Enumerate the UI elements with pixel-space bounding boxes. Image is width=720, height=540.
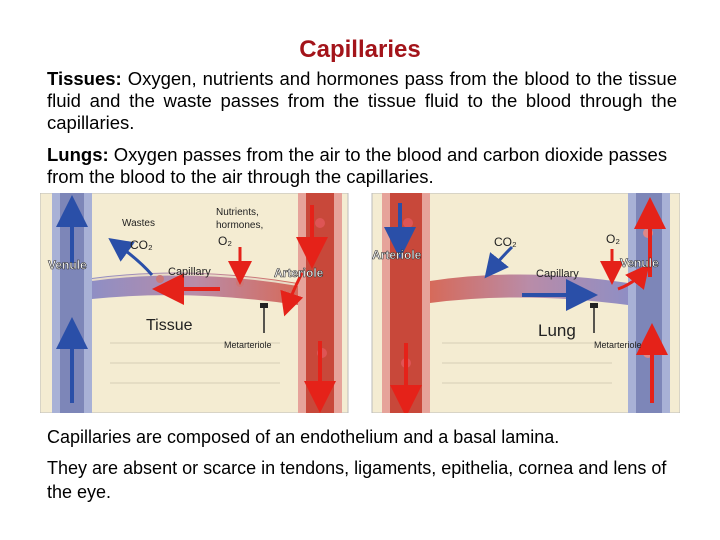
co2-arrow <box>484 245 514 279</box>
absence-text: They are absent or scarce in tendons, li… <box>47 458 667 502</box>
lung-panel: Arteriole CO₂ O₂ Capillary Venule Lung M… <box>371 193 680 413</box>
o2-label-right: O₂ <box>606 232 620 246</box>
o2-label-left: O₂ <box>218 234 232 248</box>
arteriole-label-left: Arteriole <box>274 266 324 280</box>
arteriole-label-right: Arteriole <box>372 248 422 262</box>
wastes-arrow <box>108 237 154 276</box>
metarteriole-label-right: Metarteriole <box>594 340 642 350</box>
lung-label: Lung <box>538 321 576 340</box>
composition-text: Capillaries are composed of an endotheli… <box>47 427 560 447</box>
nutrients-label-1: Nutrients, <box>216 207 259 218</box>
co2-label-left: CO₂ <box>130 238 153 252</box>
tissues-paragraph: Tissues: Oxygen, nutrients and hormones … <box>47 68 677 134</box>
slide-title: Capillaries <box>299 36 421 63</box>
tissues-text: Oxygen, nutrients and hormones pass from… <box>47 68 677 133</box>
capillary-label-right: Capillary <box>536 268 579 280</box>
tissue-panel: Wastes CO₂ Nutrients, hormones, O₂ Venul… <box>40 193 349 413</box>
tissue-label: Tissue <box>146 317 193 334</box>
venule-label-left: Venule <box>48 258 87 272</box>
nutrients-label-2: hormones, <box>216 220 263 231</box>
lungs-label: Lungs: <box>47 144 109 165</box>
venule-label-right: Venule <box>620 256 659 270</box>
capillary-label-left: Capillary <box>168 266 211 278</box>
metarteriole-label-left: Metarteriole <box>224 340 272 350</box>
tissues-label: Tissues: <box>47 68 122 89</box>
capillary-diagram: Wastes CO₂ Nutrients, hormones, O₂ Venul… <box>40 193 680 413</box>
wastes-label: Wastes <box>122 218 155 229</box>
lungs-paragraph: Lungs: Oxygen passes from the air to the… <box>47 144 677 188</box>
lungs-text: Oxygen passes from the air to the blood … <box>47 144 668 187</box>
co2-label-right: CO₂ <box>494 235 517 249</box>
